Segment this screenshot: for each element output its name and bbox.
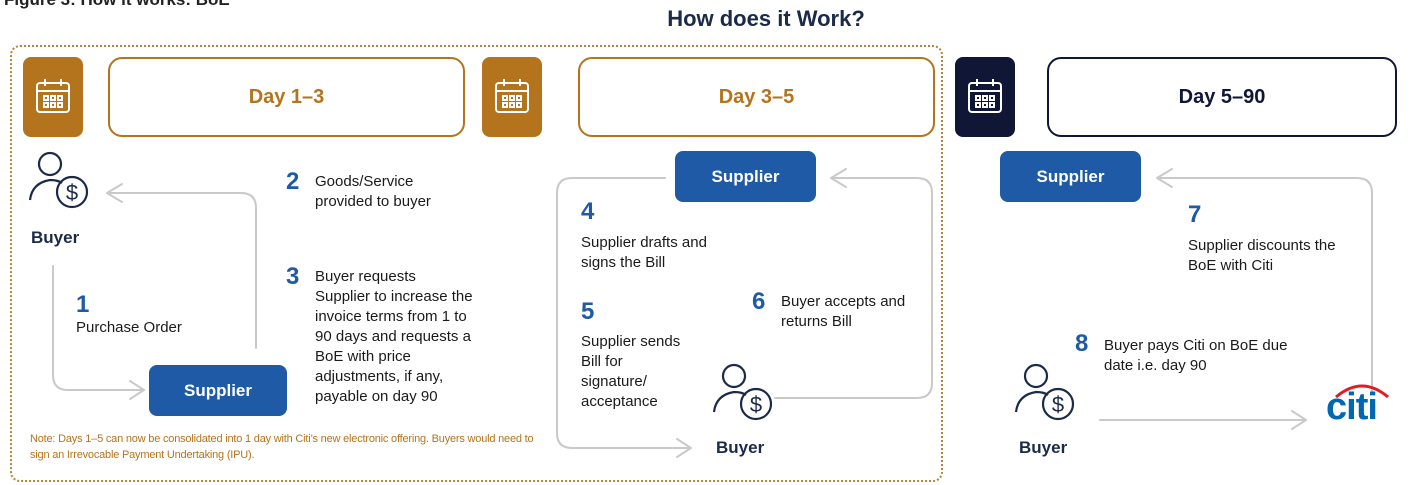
day-1-3-header: Day 1–3 — [108, 57, 465, 137]
page-title: How does it Work? — [667, 6, 865, 31]
step-number: 4 — [581, 198, 595, 225]
arrow-bill-return — [774, 177, 933, 399]
arrow-po-to-supplier — [52, 265, 144, 391]
step-number: 8 — [1075, 330, 1089, 357]
citi-logo: citi — [1322, 376, 1398, 436]
step-number: 7 — [1188, 201, 1202, 228]
buyer-label: Buyer — [1019, 438, 1068, 457]
step-text: Buyer requests Supplier to increase the … — [315, 268, 473, 405]
figure-label: Figure 3: How it works: BoE — [4, 0, 230, 10]
person-dollar-icon: $ — [712, 363, 773, 421]
supplier-node: Supplier — [675, 151, 816, 202]
arrow-discount — [1157, 177, 1373, 393]
supplier-node: Supplier — [149, 365, 287, 416]
supplier-node: Supplier — [1000, 151, 1141, 202]
calendar-icon — [955, 57, 1015, 137]
day-3-5-header: Day 3–5 — [578, 57, 935, 137]
step-text: Supplier discounts the BoE with Citi — [1188, 237, 1336, 274]
step-text: Buyer accepts and returns Bill — [781, 293, 906, 330]
step-number: 1 — [76, 291, 90, 318]
step-number: 5 — [581, 298, 595, 325]
buyer-label: Buyer — [31, 228, 80, 247]
step-number: 2 — [286, 168, 300, 195]
step-text: Supplier sends Bill for signature/ accep… — [581, 333, 681, 410]
consolidation-note: Note: Days 1–5 can now be consolidated i… — [30, 433, 534, 461]
person-dollar-icon: $ — [28, 151, 89, 209]
step-text: Purchase Order — [76, 319, 182, 336]
step-text: Buyer pays Citi on BoE due date i.e. day… — [1104, 337, 1288, 374]
buyer-label: Buyer — [716, 438, 765, 457]
calendar-icon — [482, 57, 542, 137]
consolidation-bracket — [10, 45, 943, 482]
step-text: Goods/Service provided to buyer — [315, 173, 431, 210]
step-text: Supplier drafts and signs the Bill — [581, 234, 707, 271]
calendar-icon — [23, 57, 83, 137]
svg-text:$: $ — [66, 180, 78, 205]
step-number: 6 — [752, 288, 766, 315]
svg-text:$: $ — [750, 392, 762, 417]
arrow-goods-to-buyer — [107, 192, 257, 349]
person-dollar-icon: $ — [1014, 363, 1075, 421]
step-number: 3 — [286, 263, 300, 290]
arrow-bill-to-buyer — [556, 177, 691, 449]
svg-text:$: $ — [1052, 392, 1064, 417]
day-5-90-header: Day 5–90 — [1047, 57, 1397, 137]
